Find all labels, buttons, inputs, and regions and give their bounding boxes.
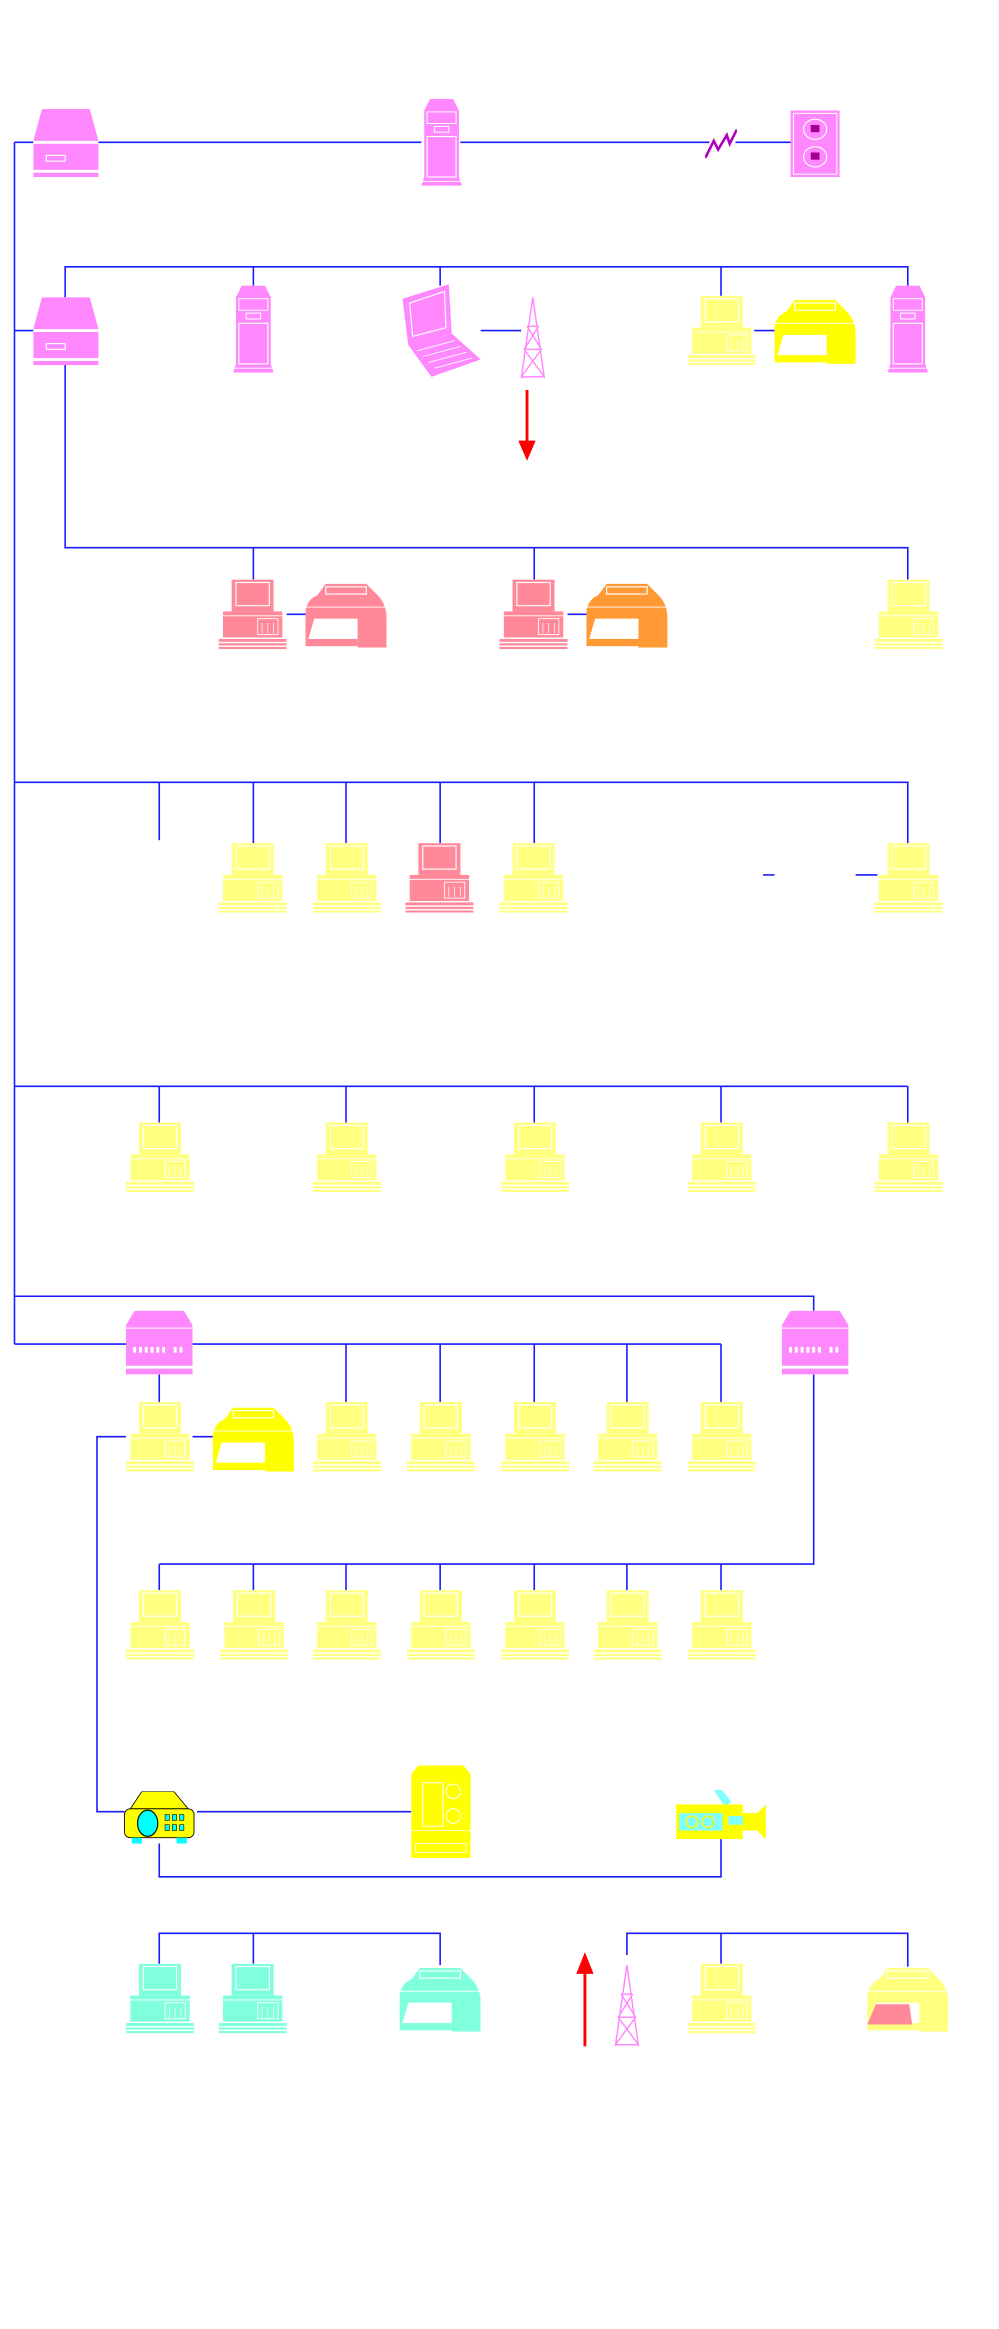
computer-icon[interactable]: [125, 1590, 195, 1660]
computer-icon[interactable]: [500, 1401, 569, 1472]
antenna-tower-icon[interactable]: [520, 297, 546, 379]
printer-icon[interactable]: [212, 1407, 294, 1472]
hub-icon[interactable]: [33, 297, 99, 366]
computer-icon[interactable]: [500, 1590, 569, 1660]
speaker-icon[interactable]: [411, 1765, 471, 1859]
printer-icon[interactable]: [586, 583, 668, 648]
network-cable: [159, 1374, 815, 1565]
printer-icon[interactable]: [305, 583, 387, 648]
computer-icon[interactable]: [312, 843, 381, 913]
computer-icon[interactable]: [125, 1122, 195, 1193]
computer-icon[interactable]: [687, 1963, 756, 2034]
computer-icon[interactable]: [218, 1963, 287, 2034]
network-cable: [14, 1295, 815, 1311]
computer-icon[interactable]: [312, 1401, 381, 1472]
printer-icon[interactable]: [399, 1967, 481, 2032]
wall-outlet-icon[interactable]: [790, 110, 840, 178]
network-cable: [14, 781, 909, 844]
computer-icon[interactable]: [874, 1122, 943, 1193]
network-cable: [96, 1435, 126, 1813]
computer-icon[interactable]: [593, 1590, 662, 1660]
network-cable: [626, 1932, 909, 1967]
computer-icon[interactable]: [125, 1401, 195, 1472]
network-cable: [158, 1839, 722, 1878]
hub-icon[interactable]: [781, 1310, 849, 1375]
computer-icon[interactable]: [687, 295, 756, 366]
computer-icon[interactable]: [406, 1590, 475, 1660]
network-cable: [64, 363, 909, 580]
server-tower-icon[interactable]: [421, 98, 462, 186]
computer-icon[interactable]: [593, 1401, 662, 1472]
network-cable: [64, 266, 909, 298]
network-devices: [33, 98, 949, 2047]
camcorder-icon[interactable]: [676, 1787, 766, 1840]
computer-icon[interactable]: [312, 1122, 381, 1193]
computer-icon[interactable]: [874, 843, 943, 913]
computer-icon[interactable]: [687, 1122, 756, 1193]
computer-icon[interactable]: [499, 843, 568, 913]
computer-icon[interactable]: [125, 1963, 195, 2034]
lightning-link-icon[interactable]: [705, 129, 737, 159]
antenna-tower-icon[interactable]: [614, 1965, 640, 2047]
computer-icon[interactable]: [312, 1590, 381, 1660]
computer-icon[interactable]: [500, 1122, 569, 1193]
printer-icon[interactable]: [774, 299, 856, 364]
computer-icon[interactable]: [218, 579, 287, 650]
up-arrow-icon: [576, 1952, 594, 2047]
projector-icon[interactable]: [123, 1791, 195, 1844]
laptop-icon[interactable]: [401, 284, 481, 377]
computer-icon[interactable]: [499, 579, 568, 650]
computer-icon[interactable]: [218, 843, 287, 913]
network-cable: [158, 1932, 441, 1966]
computer-icon[interactable]: [874, 579, 943, 650]
computer-icon[interactable]: [687, 1590, 756, 1660]
computer-icon[interactable]: [405, 843, 474, 913]
computer-icon[interactable]: [687, 1401, 756, 1472]
server-tower-icon[interactable]: [887, 285, 929, 373]
down-arrow-icon: [518, 389, 536, 461]
hub-icon[interactable]: [125, 1310, 193, 1375]
hub-icon[interactable]: [33, 109, 99, 178]
computer-icon[interactable]: [220, 1590, 289, 1660]
computer-icon[interactable]: [406, 1401, 475, 1472]
printer-paper-icon: [867, 2004, 913, 2025]
server-tower-icon[interactable]: [233, 285, 274, 373]
network-wires: [13, 141, 909, 1967]
